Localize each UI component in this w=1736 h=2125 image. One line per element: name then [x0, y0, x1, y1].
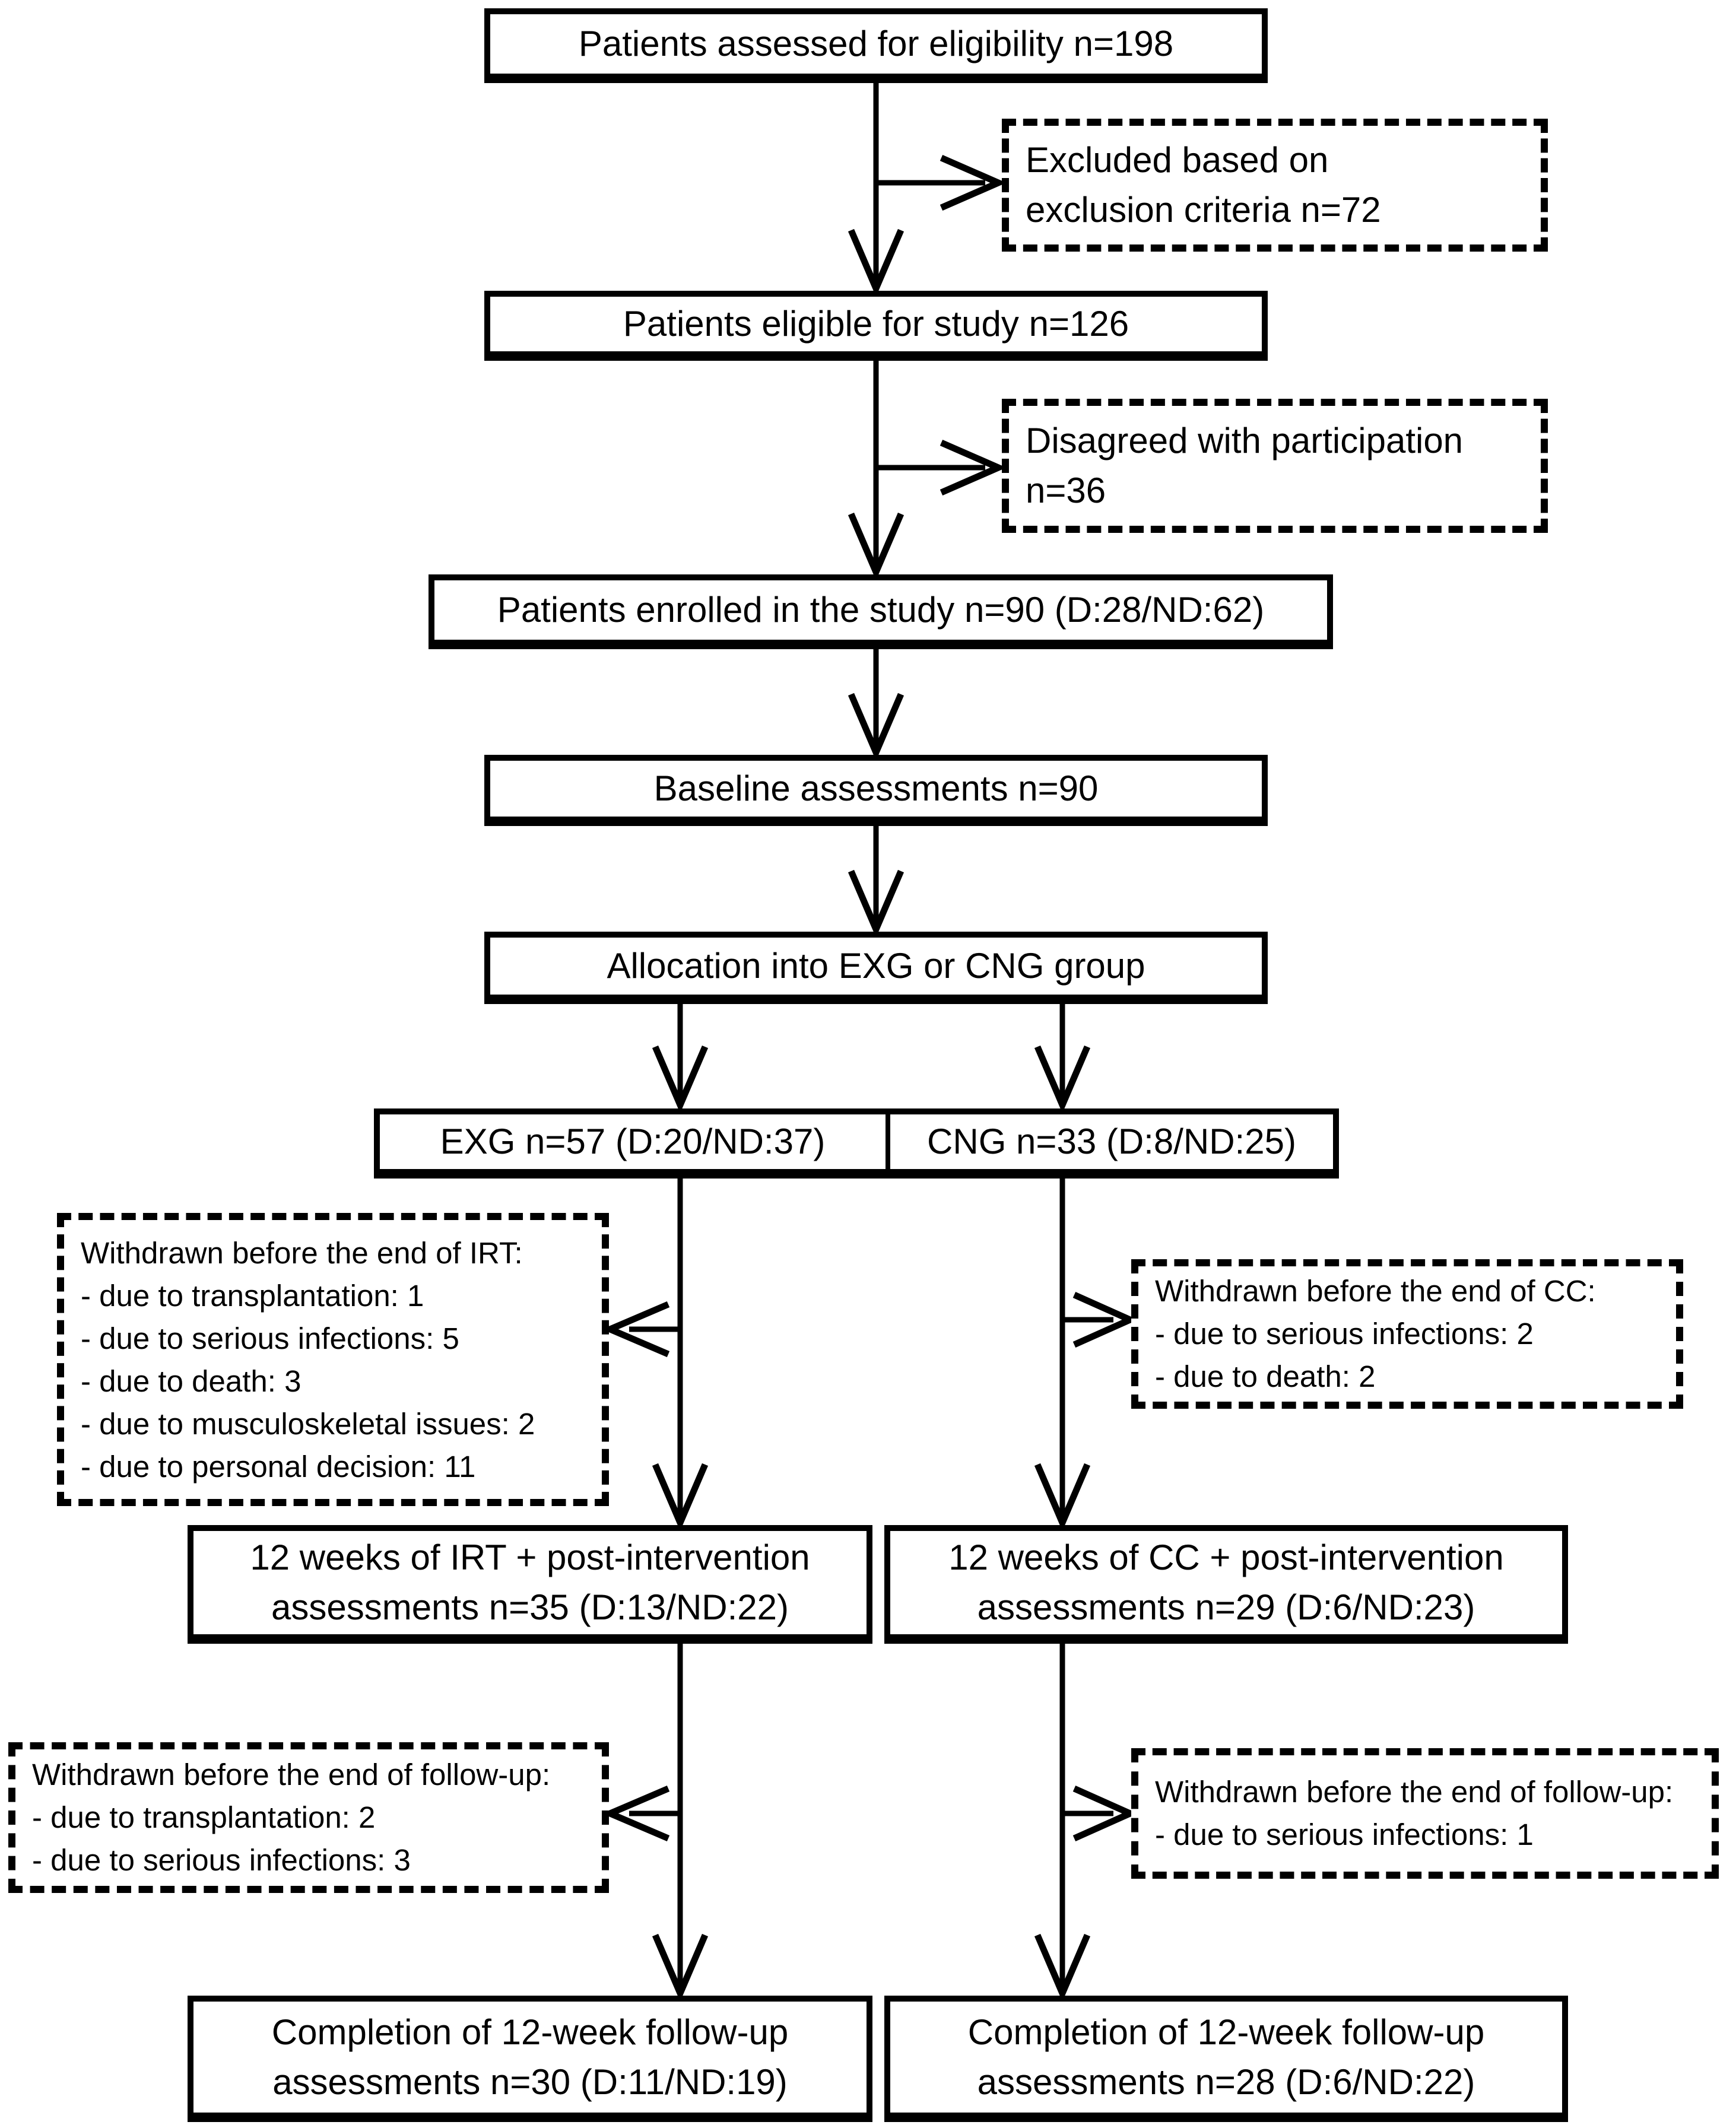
node-patients-assessed: Patients assessed for eligibility n=198 [484, 8, 1268, 83]
node-withdrawn-followup-cng-line-1: Withdrawn before the end of follow-up: [1155, 1775, 1674, 1809]
node-completion-exg: Completion of 12-week follow-up assessme… [188, 1996, 872, 2122]
node-disagreed-line-2: n=36 [1026, 471, 1106, 510]
node-irt-12-weeks-line-1: 12 weeks of IRT + post-intervention [250, 1538, 810, 1577]
node-patients-eligible: Patients eligible for study n=126 [484, 291, 1268, 361]
node-withdrawn-followup-exg-line-2: - due to transplantation: 2 [32, 1800, 376, 1834]
arrow-allocation-to-cng [1034, 1004, 1091, 1113]
node-withdrawn-followup-exg-line-3: - due to serious infections: 3 [32, 1843, 411, 1877]
node-cc-12-weeks: 12 weeks of CC + post-intervention asses… [884, 1525, 1568, 1644]
node-allocation-text: Allocation into EXG or CNG group [607, 946, 1145, 986]
node-completion-cng-line-1: Completion of 12-week follow-up [967, 2012, 1485, 2052]
arrow-cc12-to-completion [1034, 1644, 1091, 2002]
node-withdrawn-cc: Withdrawn before the end of CC: - due to… [1131, 1259, 1683, 1409]
arrow-fu-exg-branch [602, 1785, 680, 1842]
node-exg-group-text: EXG n=57 (D:20/ND:37) [440, 1122, 826, 1161]
node-withdrawn-irt-line-5: - due to musculoskeletal issues: 2 [81, 1407, 535, 1441]
arrow-withdrawn-cc-branch [1062, 1291, 1138, 1348]
arrow-disagreed-branch [876, 439, 1007, 496]
node-withdrawn-irt: Withdrawn before the end of IRT: - due t… [57, 1213, 609, 1506]
node-withdrawn-followup-exg: Withdrawn before the end of follow-up: -… [8, 1742, 609, 1893]
node-disagreed-line-1: Disagreed with participation [1026, 421, 1464, 460]
node-baseline-assessments-text: Baseline assessments n=90 [653, 768, 1099, 808]
node-completion-cng-line-2: assessments n=28 (D:6/ND:22) [977, 2062, 1475, 2102]
node-withdrawn-followup-cng: Withdrawn before the end of follow-up: -… [1131, 1748, 1719, 1879]
node-cng-group: CNG n=33 (D:8/ND:25) [886, 1114, 1333, 1169]
arrow-assessed-to-eligible [848, 83, 905, 297]
node-patients-enrolled: Patients enrolled in the study n=90 (D:2… [429, 574, 1333, 649]
group-allocation-row: EXG n=57 (D:20/ND:37) CNG n=33 (D:8/ND:2… [374, 1108, 1339, 1179]
arrow-fu-cng-branch [1062, 1785, 1138, 1842]
arrow-excluded-branch [876, 154, 1007, 211]
node-cc-12-weeks-line-2: assessments n=29 (D:6/ND:23) [977, 1587, 1475, 1627]
node-withdrawn-irt-line-6: - due to personal decision: 11 [81, 1450, 476, 1484]
node-allocation: Allocation into EXG or CNG group [484, 932, 1268, 1004]
node-disagreed: Disagreed with participation n=36 [1002, 399, 1548, 533]
node-cc-12-weeks-line-1: 12 weeks of CC + post-intervention [948, 1538, 1504, 1577]
node-completion-exg-line-2: assessments n=30 (D:11/ND:19) [272, 2062, 788, 2102]
node-exg-group: EXG n=57 (D:20/ND:37) [380, 1114, 886, 1169]
node-completion-cng: Completion of 12-week follow-up assessme… [884, 1996, 1568, 2122]
arrow-exg-to-irt12 [652, 1179, 709, 1531]
arrow-enrolled-to-baseline [848, 649, 905, 761]
arrow-irt12-to-completion [652, 1644, 709, 2002]
node-completion-exg-line-1: Completion of 12-week follow-up [271, 2012, 789, 2052]
arrow-withdrawn-irt-branch [602, 1301, 680, 1358]
node-excluded-line-1: Excluded based on [1026, 140, 1329, 180]
node-withdrawn-cc-line-2: - due to serious infections: 2 [1155, 1317, 1534, 1351]
node-patients-assessed-text: Patients assessed for eligibility n=198 [578, 24, 1174, 63]
node-withdrawn-cc-line-1: Withdrawn before the end of CC: [1155, 1274, 1596, 1308]
node-excluded: Excluded based on exclusion criteria n=7… [1002, 119, 1548, 252]
node-excluded-line-2: exclusion criteria n=72 [1026, 190, 1381, 230]
node-patients-enrolled-text: Patients enrolled in the study n=90 (D:2… [497, 590, 1265, 630]
arrow-allocation-to-exg [652, 1004, 709, 1113]
node-patients-eligible-text: Patients eligible for study n=126 [623, 304, 1129, 344]
node-withdrawn-irt-line-1: Withdrawn before the end of IRT: [81, 1236, 523, 1270]
node-withdrawn-irt-line-3: - due to serious infections: 5 [81, 1322, 459, 1355]
node-withdrawn-followup-cng-line-2: - due to serious infections: 1 [1155, 1818, 1534, 1851]
node-withdrawn-irt-line-2: - due to transplantation: 1 [81, 1279, 424, 1313]
node-withdrawn-irt-line-4: - due to death: 3 [81, 1364, 302, 1398]
node-irt-12-weeks: 12 weeks of IRT + post-intervention asse… [188, 1525, 872, 1644]
node-withdrawn-cc-line-3: - due to death: 2 [1155, 1360, 1376, 1393]
node-baseline-assessments: Baseline assessments n=90 [484, 755, 1268, 826]
node-withdrawn-followup-exg-line-1: Withdrawn before the end of follow-up: [32, 1758, 551, 1792]
node-cng-group-text: CNG n=33 (D:8/ND:25) [927, 1122, 1296, 1161]
node-irt-12-weeks-line-2: assessments n=35 (D:13/ND:22) [271, 1587, 789, 1627]
arrow-baseline-to-allocation [848, 826, 905, 938]
arrow-cng-to-cc12 [1034, 1179, 1091, 1531]
